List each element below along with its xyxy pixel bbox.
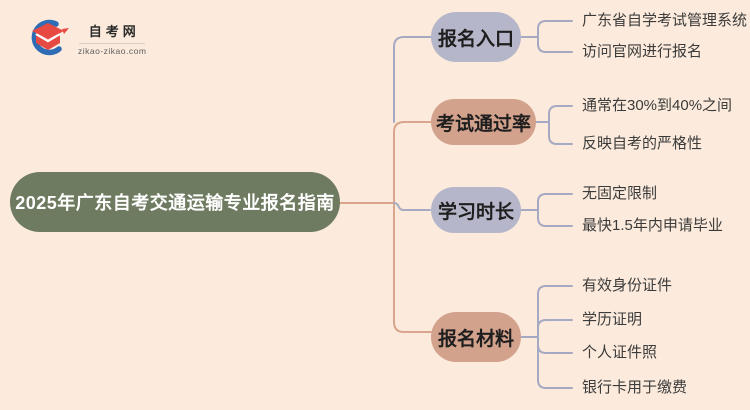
child-item: 银行卡用于缴费 <box>582 379 688 396</box>
branch-node-registration-entry: 报名入口 <box>431 12 521 62</box>
logo-divider <box>79 42 146 44</box>
branch-node-materials: 报名材料 <box>431 312 521 362</box>
child-item: 广东省自学考试管理系统 <box>582 12 748 29</box>
child-item: 反映自考的严格性 <box>582 135 703 152</box>
child-item: 通常在30%到40%之间 <box>582 97 733 114</box>
child-item: 个人证件照 <box>582 344 658 361</box>
graduation-cap-icon <box>31 19 69 56</box>
site-url: zikao-zikao.com <box>78 45 147 56</box>
child-item: 最快1.5年内申请毕业 <box>582 217 723 234</box>
site-name: 自考网 <box>88 23 140 39</box>
root-node: 2025年广东自考交通运输专业报名指南 <box>10 172 340 232</box>
child-item: 有效身份证件 <box>582 277 673 294</box>
child-item: 无固定限制 <box>582 185 658 202</box>
site-logo[interactable]: 自考网 zikao-zikao.com <box>26 19 146 57</box>
child-item: 访问官网进行报名 <box>582 43 703 60</box>
child-item: 学历证明 <box>582 311 643 328</box>
branch-node-pass-rate: 考试通过率 <box>431 99 536 145</box>
branch-node-study-duration: 学习时长 <box>431 187 521 233</box>
